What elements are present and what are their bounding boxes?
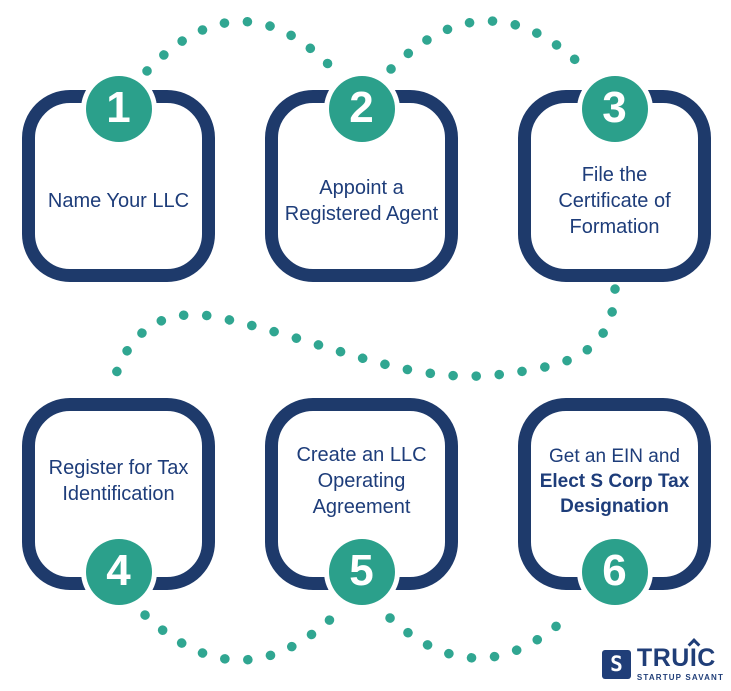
step-2-title: Appoint a Registered Agent: [278, 175, 445, 227]
truic-logo-s-mark: S: [601, 649, 631, 679]
truic-wordmark-post: C: [697, 644, 716, 672]
step-3-title-text: File the Certificate of Formation: [558, 164, 671, 238]
connector-step1-step2: [142, 16, 338, 76]
step-5-badge: 5: [328, 539, 395, 605]
step-4-title: Register for Tax Identification: [35, 455, 202, 507]
step-card-2: 2 Appoint a Registered Agent: [265, 76, 458, 282]
step-6-number: 6: [602, 546, 627, 595]
step-3-badge: 3: [581, 76, 648, 142]
truic-wordmark-pre: TRU: [636, 644, 690, 672]
connector-step5-step6: [385, 609, 575, 663]
connector-step4-step5: [140, 610, 340, 665]
step-2-title-text: Appoint a Registered Agent: [284, 177, 439, 225]
step-5-title: Create an LLC Operating Agreement: [278, 442, 445, 520]
step-6-title-bold: Elect S Corp Tax Designation: [539, 470, 690, 517]
step-card-3: 3 File the Certificate of Formation: [518, 76, 711, 282]
step-card-4: 4 Register for Tax Identification: [22, 398, 215, 605]
connector-step2-step3: [386, 16, 590, 74]
step-1-title: Name Your LLC: [35, 188, 202, 214]
step-1-number: 1: [106, 83, 131, 132]
step-4-number: 4: [106, 546, 131, 595]
step-1-title-text: Name Your LLC: [47, 190, 190, 212]
step-3-number: 3: [602, 83, 627, 132]
step-2-badge: 2: [328, 76, 395, 142]
truic-wordmark-i-letter: I: [689, 644, 698, 672]
step-6-title-text: Get an EIN and: [549, 445, 680, 467]
step-6-badge: 6: [581, 539, 648, 605]
step-1-badge: 1: [85, 76, 152, 142]
truic-logo-subtitle: STARTUP SAVANT: [636, 673, 724, 682]
step-4-badge: 4: [85, 539, 152, 605]
step-3-title: File the Certificate of Formation: [531, 162, 698, 240]
step-6-title: Get an EIN and Elect S Corp Tax Designat…: [531, 444, 698, 519]
connector-step3-step4: [108, 284, 620, 388]
step-card-5: 5 Create an LLC Operating Agreement: [265, 398, 458, 605]
step-5-title-text: Create an LLC Operating Agreement: [296, 444, 427, 518]
truic-logo-s-letter: S: [610, 651, 623, 676]
step-card-1: 1 Name Your LLC: [22, 76, 215, 282]
step-card-6: 6 Get an EIN and Elect S Corp Tax Design…: [518, 398, 711, 605]
step-4-title-text: Register for Tax Identification: [48, 457, 189, 505]
step-2-number: 2: [349, 83, 374, 132]
truic-wordmark-i: I: [687, 638, 700, 672]
step-5-number: 5: [349, 546, 374, 595]
